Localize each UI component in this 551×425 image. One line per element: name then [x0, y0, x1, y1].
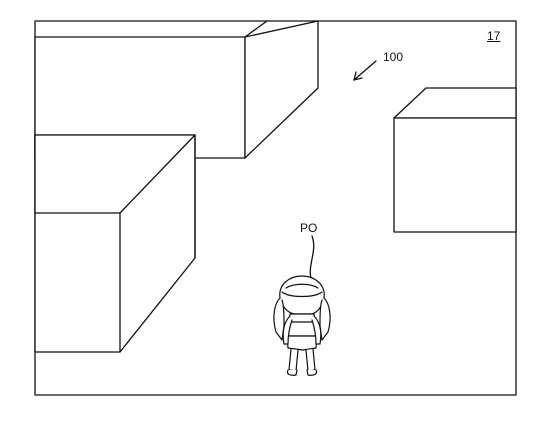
- screen-reference-numeral: 100: [383, 50, 404, 64]
- reference-arrow-100: [353, 60, 377, 81]
- building-back-left: [34, 20, 319, 159]
- building-front-left: [34, 134, 196, 353]
- figure-number: 17: [487, 29, 501, 43]
- player-character: [273, 275, 331, 376]
- character-reference-label: PO: [300, 221, 318, 235]
- building-right: [393, 87, 517, 233]
